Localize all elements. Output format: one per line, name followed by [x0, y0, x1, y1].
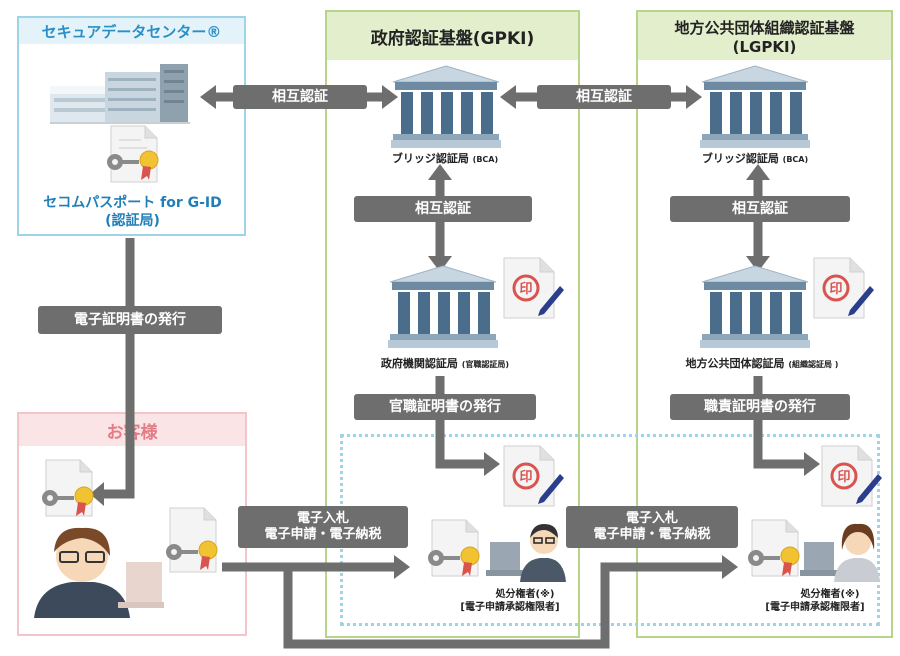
tender-label-2-line1: 電子入札 — [625, 511, 678, 527]
lgpki-bca-name: ブリッジ認証局 — [701, 152, 779, 165]
gpki-bca-name: ブリッジ認証局 — [391, 152, 469, 165]
secure-datacenter-panel: セキュアデータセンター® — [17, 16, 246, 236]
datacenter-building-icon — [50, 64, 190, 124]
svg-text:印: 印 — [837, 470, 850, 485]
svg-text:印: 印 — [829, 282, 842, 297]
gpki-issue-label: 官職証明書の発行 — [354, 394, 536, 420]
lgpki-stamped-document-icon: 印 — [813, 257, 874, 319]
svg-text:印: 印 — [519, 282, 532, 297]
gpki-title: 政府認証基盤(GPKI) — [370, 28, 535, 49]
secure-datacenter-header: セキュアデータセンター® — [19, 18, 244, 44]
lgpki-authority-caption: 処分権者(※) [電子申請承認権限者] — [740, 588, 890, 614]
gpki-ca-name: 政府機関認証局 — [380, 357, 458, 370]
certificate-key-icon — [107, 125, 159, 183]
lgpki-authority-person-icon — [800, 523, 880, 582]
lgpki-issue-label: 職責証明書の発行 — [670, 394, 850, 420]
gpki-bca-building-icon — [391, 65, 501, 148]
lgpki-authority-certificate-icon — [748, 519, 800, 577]
secure-datacenter-title: セキュアデータセンター® — [41, 22, 222, 41]
lgpki-ca-building-icon — [700, 265, 810, 348]
gpki-bca-suffix: (BCA) — [472, 155, 499, 164]
gpki-mutual-label: 相互認証 — [354, 196, 532, 222]
lgpki-bca-caption: ブリッジ認証局 (BCA) — [680, 150, 830, 166]
lgpki-authority-sub: [電子申請承認権限者] — [765, 602, 865, 613]
gpki-header: 政府認証基盤(GPKI) — [327, 12, 578, 60]
gpki-ca-caption: 政府機関認証局 (官職認証局) — [350, 355, 540, 371]
lgpki-authority-name: 処分権者(※) — [800, 589, 860, 600]
lgpki-header: 地方公共団体組織認証基盤 (LGPKI) — [638, 12, 891, 60]
lgpki-ca-caption: 地方公共団体認証局 (組織認証局 ) — [662, 355, 862, 371]
gpki-authority-person-icon — [486, 524, 566, 582]
lgpki-mutual-label: 相互認証 — [670, 196, 850, 222]
gpki-stamped-document-icon: 印 — [503, 257, 564, 319]
gpki-authority-sub: [電子申請承認権限者] — [460, 602, 560, 613]
gpki-authority-name: 処分権者(※) — [495, 589, 555, 600]
customer-sent-certificate-icon — [166, 507, 218, 573]
mutual-auth-left-label: 相互認証 — [233, 85, 367, 109]
customer-person-icon — [34, 527, 164, 618]
gpki-ca-suffix: (官職認証局) — [461, 360, 510, 369]
lgpki-issued-document-icon: 印 — [821, 445, 882, 507]
customer-certificate-key-icon — [42, 459, 94, 517]
tender-label-1-line2: 電子申請・電子納税 — [264, 527, 382, 542]
mutual-auth-mid-label: 相互認証 — [537, 85, 671, 109]
tender-label-1: 電子入札 電子申請・電子納税 — [238, 506, 408, 548]
tender-label-2-line2: 電子申請・電子納税 — [593, 527, 711, 542]
lgpki-title-line2: (LGPKI) — [732, 37, 797, 56]
gpki-bca-caption: ブリッジ認証局 (BCA) — [370, 150, 520, 166]
gpki-issued-document-icon: 印 — [503, 445, 564, 507]
gpki-authority-certificate-icon — [428, 519, 480, 577]
secure-ca-name-line2: (認証局) — [105, 213, 160, 229]
cert-issue-label: 電子証明書の発行 — [38, 306, 222, 334]
lgpki-bca-building-icon — [700, 65, 810, 148]
lgpki-bca-suffix: (BCA) — [782, 155, 809, 164]
lgpki-ca-name: 地方公共団体認証局 — [685, 357, 785, 370]
gpki-authority-caption: 処分権者(※) [電子申請承認権限者] — [430, 588, 590, 614]
lgpki-ca-suffix: (組織認証局 ) — [788, 360, 839, 369]
svg-text:印: 印 — [519, 470, 532, 485]
secure-ca-name-line1: セコムパスポート for G-ID — [43, 195, 222, 211]
secure-ca-name: セコムパスポート for G-ID (認証局) — [18, 194, 247, 230]
gpki-ca-building-icon — [388, 265, 498, 348]
tender-label-1-line1: 電子入札 — [296, 511, 349, 527]
lgpki-title-line1: 地方公共団体組織認証基盤 — [674, 18, 855, 37]
tender-label-2: 電子入札 電子申請・電子納税 — [566, 506, 738, 548]
